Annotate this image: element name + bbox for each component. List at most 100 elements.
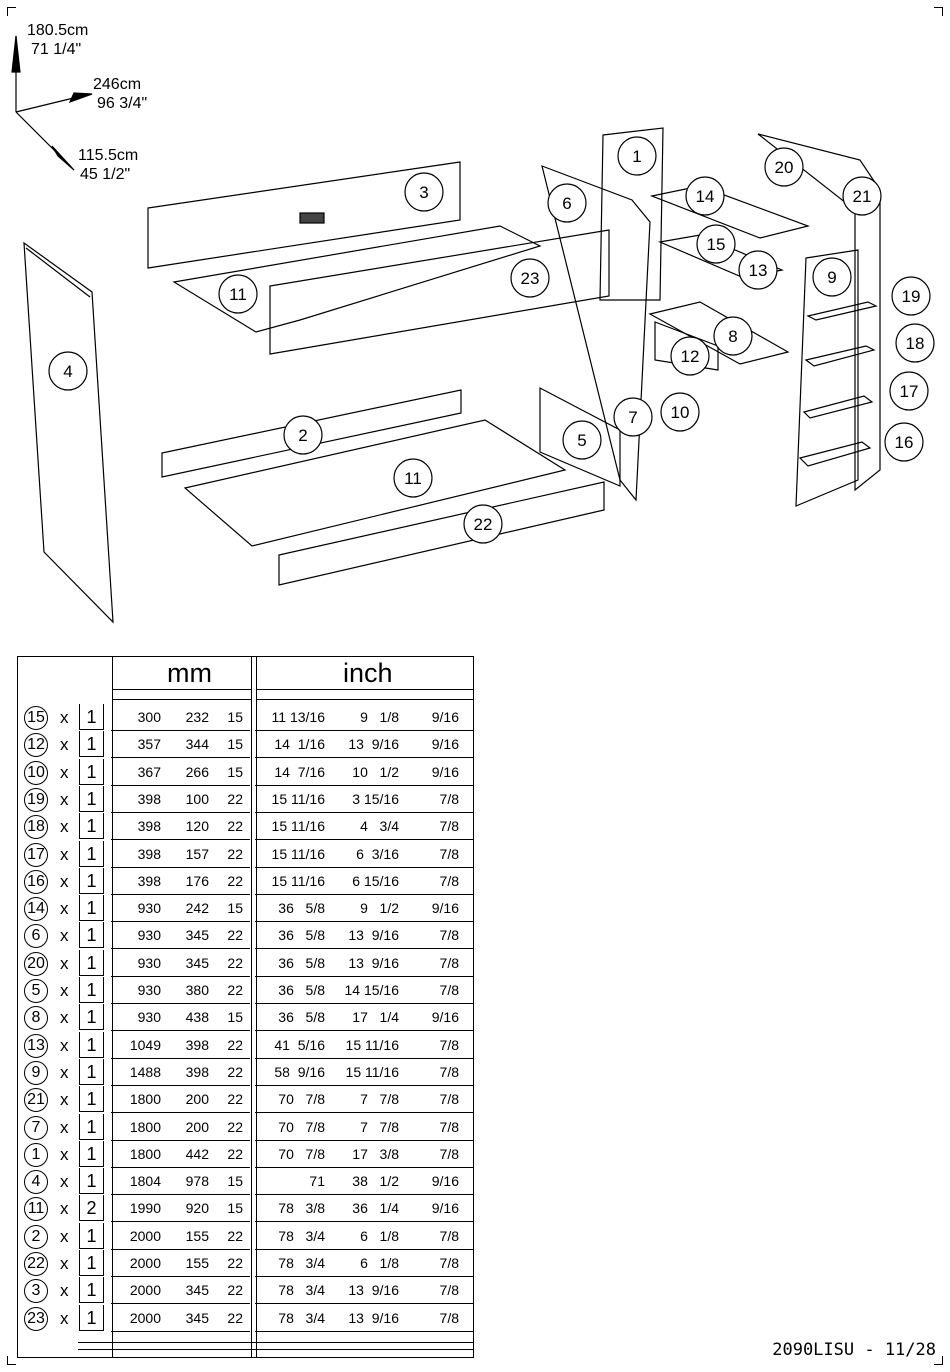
length-mm: 398	[137, 818, 161, 835]
part-quantity: 1	[79, 731, 104, 758]
row-rule	[255, 975, 473, 977]
width-inch: 9 1/8	[360, 709, 399, 725]
thickness-inch: 9/16	[431, 709, 459, 725]
width-mm: 380	[185, 982, 209, 998]
part-quantity: 1	[79, 1222, 104, 1249]
width-inch: 6 1/8	[360, 1255, 399, 1271]
length-mm: 398	[137, 845, 161, 862]
callout-circle	[670, 336, 710, 376]
thickness-inch: 7/8	[439, 1091, 459, 1108]
callout-circle	[617, 136, 657, 176]
row-rule	[255, 1166, 473, 1168]
thickness-mm: 22	[227, 1282, 243, 1299]
dimension-axes	[11, 35, 93, 171]
part-quantity: 1	[79, 867, 104, 894]
thickness-inch: 7/8	[439, 1118, 459, 1135]
panel-6	[541, 165, 651, 502]
width-inch: 7 7/8	[360, 1118, 399, 1135]
callout-label: 19	[902, 287, 921, 306]
length-inch: 15 11/16	[271, 818, 325, 835]
part-quantity: 1	[79, 785, 104, 812]
thickness-inch: 7/8	[439, 845, 459, 862]
row-rule	[255, 1303, 473, 1305]
callout-circle	[48, 351, 88, 391]
corner-mark-top-left	[7, 7, 16, 16]
part-number-badge: 23	[24, 1306, 48, 1331]
part-quantity: 1	[79, 977, 104, 1003]
thickness-inch: 7/8	[439, 1145, 459, 1162]
length-mm: 1800	[129, 1118, 161, 1135]
part-quantity: 1	[79, 949, 104, 976]
callout-label: 21	[853, 187, 872, 206]
width-mm: 120	[185, 818, 209, 835]
length-inch: 15 11/16	[271, 790, 325, 807]
width-mm: 438	[185, 1009, 209, 1026]
part-quantity: 1	[79, 1058, 104, 1085]
depth-dimension-in: 45 1/2"	[80, 166, 131, 183]
width-inch: 17 1/4	[352, 1009, 399, 1026]
thickness-inch: 9/16	[431, 763, 459, 780]
times-symbol: x	[60, 735, 69, 755]
length-mm: 398	[137, 790, 161, 807]
shelf-8	[648, 301, 790, 365]
row-rule	[111, 1276, 250, 1277]
row-rule	[111, 1194, 250, 1196]
row-rule	[255, 1330, 473, 1332]
width-inch: 36 1/4	[352, 1200, 399, 1217]
part-quantity: 1	[79, 1140, 104, 1167]
row-rule	[111, 921, 250, 923]
thickness-mm: 22	[227, 1145, 243, 1162]
part-quantity: 1	[79, 922, 104, 949]
width-mm: 345	[185, 954, 209, 971]
width-mm: 232	[185, 709, 209, 725]
times-symbol: x	[60, 926, 69, 946]
callout-circle	[764, 147, 804, 187]
length-inch: 58 9/16	[274, 1063, 325, 1080]
width-inch: 13 9/16	[348, 1309, 399, 1326]
thickness-mm: 22	[227, 1036, 243, 1053]
length-mm: 930	[137, 1009, 161, 1026]
times-symbol: x	[60, 1254, 69, 1273]
part-number-badge: 17	[24, 842, 48, 867]
thickness-inch: 7/8	[439, 872, 459, 889]
width-mm: 266	[185, 763, 209, 780]
callout-circle	[891, 276, 931, 316]
panel-22	[278, 481, 605, 586]
row-rule	[111, 757, 250, 759]
callout-circle	[547, 183, 587, 223]
panel-5	[539, 387, 621, 487]
row-rule	[111, 811, 250, 813]
part-quantity: 1	[79, 704, 104, 730]
part-number-badge: 12	[24, 733, 48, 758]
length-inch: 36 5/8	[278, 982, 325, 998]
length-mm: 300	[137, 709, 161, 725]
width-inch: 10 1/2	[352, 763, 399, 780]
thickness-mm: 15	[227, 1200, 243, 1217]
thickness-mm: 22	[227, 1091, 243, 1108]
width-inch: 7 7/8	[360, 1091, 399, 1108]
thickness-mm: 22	[227, 954, 243, 971]
shelf-16	[798, 441, 872, 467]
length-inch: 14 7/16	[274, 763, 325, 780]
part-quantity: 1	[79, 840, 104, 867]
part-number-badge: 20	[24, 951, 48, 976]
callout-circle	[562, 420, 602, 460]
callout-circle	[393, 458, 433, 498]
length-inch: 15 11/16	[271, 872, 325, 889]
row-rule	[255, 893, 473, 895]
thickness-mm: 22	[227, 818, 243, 835]
callout-label: 4	[63, 362, 72, 381]
part-quantity: 1	[79, 1277, 104, 1304]
thickness-inch: 7/8	[439, 818, 459, 835]
width-inch: 13 9/16	[348, 927, 399, 944]
length-inch: 36 5/8	[278, 900, 325, 917]
length-mm: 1049	[129, 1036, 161, 1053]
length-mm: 2000	[129, 1227, 161, 1244]
times-symbol: x	[60, 789, 69, 809]
callout-label: 10	[671, 403, 690, 422]
thickness-inch: 7/8	[439, 954, 459, 971]
part-number-badge: 7	[24, 1115, 48, 1140]
